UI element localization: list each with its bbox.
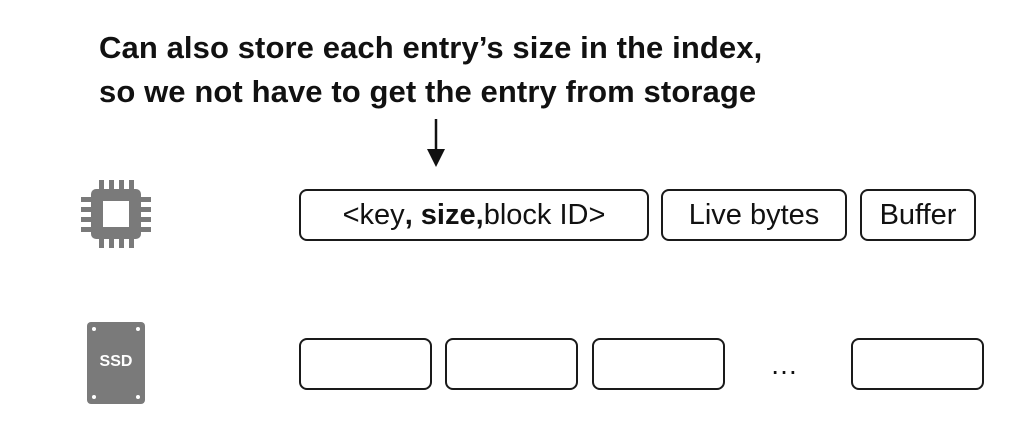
index-entry-box: <key, size, block ID> [299,189,649,241]
live-bytes-box: Live bytes [661,189,847,241]
storage-block [299,338,432,390]
index-entry-key-text: <key [342,198,405,231]
ssd-icon [87,322,145,404]
caption-line-2: so we not have to get the entry from sto… [99,74,757,109]
caption-line-1: Can also store each entry’s size in the … [99,30,763,65]
storage-block [592,338,725,390]
storage-block [851,338,984,390]
storage-block [445,338,578,390]
index-entry-size-text: , size, [404,198,484,231]
buffer-label: Buffer [879,198,957,231]
diagram-caption: Can also store each entry’s size in the … [99,26,762,114]
live-bytes-label: Live bytes [688,198,820,231]
storage-ellipsis: … [770,349,798,380]
ssd-label: SSD [99,353,133,370]
cpu-chip-icon [81,180,151,248]
pointer-arrow-icon [427,119,445,167]
buffer-box: Buffer [860,189,976,241]
index-entry-block-id-text: block ID> [483,198,606,231]
